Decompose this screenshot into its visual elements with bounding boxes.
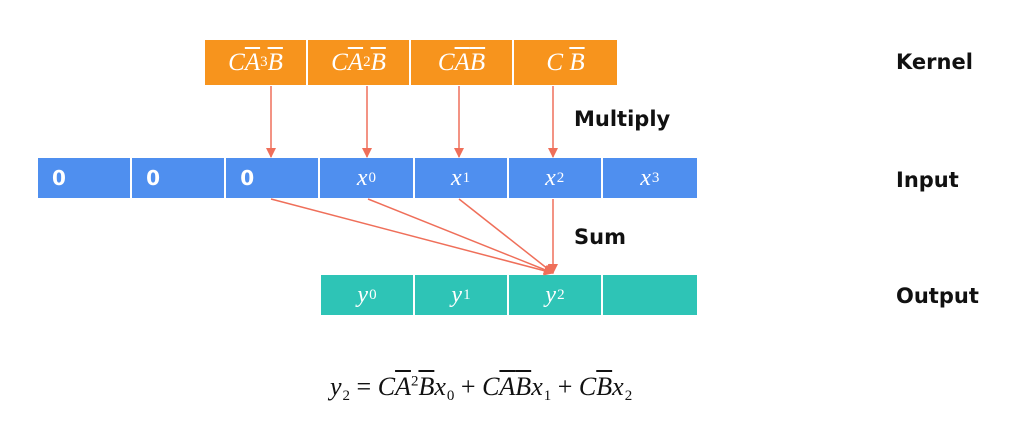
var-sub: 2: [556, 169, 565, 186]
var-sub: 0: [369, 286, 377, 303]
sum-label: Sum: [574, 225, 626, 249]
eq-a-bar: A: [395, 372, 411, 401]
input-label: Input: [896, 168, 959, 192]
eq-c: C: [578, 372, 597, 401]
eq-x: x: [434, 372, 446, 401]
var-sub: 1: [463, 286, 471, 303]
var-sub: 3: [651, 169, 660, 186]
var-name: y: [357, 281, 369, 308]
kernel-c: C: [228, 48, 245, 76]
eq-pow: 2: [410, 373, 419, 390]
sum-arrow: [270, 198, 554, 276]
kernel-power: 2: [363, 54, 371, 70]
eq-equals: =: [350, 372, 378, 401]
kernel-a-bar: A: [347, 48, 364, 76]
var-name: x: [450, 164, 462, 191]
output-cell-empty: [603, 275, 697, 315]
eq-x: x: [531, 372, 543, 401]
input-cell-zero: 0: [38, 158, 133, 198]
kernel-b-bar: B: [370, 48, 386, 76]
var-sub: 2: [557, 286, 565, 303]
multiply-label: Multiply: [574, 107, 671, 131]
kernel-b-bar: B: [267, 48, 283, 76]
kernel-cell: C B: [514, 40, 617, 85]
var-sub: 1: [462, 169, 471, 186]
kernel-c: C: [331, 48, 348, 76]
input-cell-zero: 0: [226, 158, 321, 198]
eq-x: x: [612, 372, 624, 401]
eq-lhs-sub: 2: [342, 388, 351, 404]
eq-plus: +: [454, 372, 483, 401]
eq-b-bar: B: [596, 372, 613, 401]
eq-plus: +: [551, 372, 579, 401]
var-name: x: [356, 164, 368, 191]
input-cell-zero: 0: [132, 158, 227, 198]
kernel-label: Kernel: [896, 50, 973, 74]
var-sub: 0: [368, 169, 377, 186]
output-label: Output: [896, 284, 979, 308]
eq-x-sub: 1: [543, 388, 552, 404]
var-name: y: [545, 281, 557, 308]
kernel-c: C: [437, 48, 455, 76]
kernel-b-bar: B: [569, 48, 585, 76]
var-name: x: [545, 164, 556, 191]
eq-x-sub: 0: [446, 388, 455, 404]
eq-b-bar: B: [418, 372, 435, 401]
eq-x-sub: 2: [624, 388, 633, 404]
kernel-a-bar: A: [454, 48, 470, 76]
eq-b-bar: B: [515, 372, 532, 401]
sum-arrow: [458, 198, 554, 274]
eq-lhs: y: [330, 372, 342, 401]
kernel-a-bar: A: [244, 48, 261, 76]
eq-a-bar: A: [499, 372, 516, 401]
sum-arrow: [367, 198, 554, 275]
equation: y2 = CA2Bx0 + CABx1 + CBx2: [330, 372, 632, 405]
eq-c: C: [377, 372, 396, 401]
var-name: y: [451, 281, 463, 308]
kernel-b-bar: B: [469, 48, 486, 76]
eq-c: C: [482, 372, 500, 401]
var-name: x: [640, 164, 651, 191]
kernel-power: 3: [260, 54, 268, 70]
kernel-c: C: [546, 48, 564, 76]
